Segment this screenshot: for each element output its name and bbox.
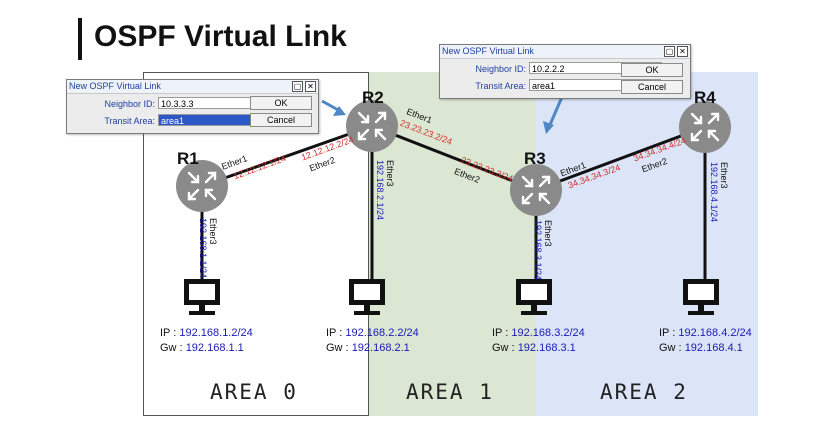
title-accent-bar bbox=[78, 18, 82, 60]
router-r4 bbox=[679, 101, 731, 153]
close-icon[interactable]: ✕ bbox=[305, 81, 316, 92]
area-1-label: AREA 1 bbox=[406, 380, 494, 404]
r4-ether3-label: Ether3 bbox=[719, 162, 729, 189]
monitor-icon bbox=[349, 279, 385, 315]
page-title: OSPF Virtual Link bbox=[94, 20, 347, 53]
restore-icon[interactable]: ▢ bbox=[664, 46, 675, 57]
pc2-ip-label: IP : bbox=[326, 327, 343, 339]
pc1-ip: 192.168.1.2/24 bbox=[179, 327, 253, 339]
router-arrows-icon bbox=[521, 175, 551, 205]
monitor-icon bbox=[683, 279, 719, 315]
pc3-info: IP : 192.168.3.2/24 Gw : 192.168.3.1 bbox=[492, 326, 585, 356]
pc3-gw: 192.168.3.1 bbox=[517, 342, 576, 354]
pc2-gw-label: Gw : bbox=[326, 342, 349, 354]
r2-ether3-label: Ether3 bbox=[385, 160, 395, 187]
close-icon[interactable]: ✕ bbox=[677, 46, 688, 57]
arrow-to-r2-head bbox=[333, 106, 346, 116]
r3-ether3-label: Ether3 bbox=[543, 220, 553, 247]
router-r1 bbox=[176, 160, 228, 212]
pc3-ip: 192.168.3.2/24 bbox=[511, 327, 585, 339]
link-r2-r3 bbox=[371, 124, 537, 192]
pc2-gw: 192.168.2.1 bbox=[351, 342, 410, 354]
pc4-ip-label: IP : bbox=[659, 327, 676, 339]
pc3-ip-label: IP : bbox=[492, 327, 509, 339]
neighbor-id-label: Neighbor ID: bbox=[104, 99, 155, 109]
pc4-info: IP : 192.168.4.2/24 Gw : 192.168.4.1 bbox=[659, 326, 752, 356]
pc-3 bbox=[516, 279, 552, 315]
pc4-ip: 192.168.4.2/24 bbox=[678, 327, 752, 339]
pc1-gw: 192.168.1.1 bbox=[185, 342, 244, 354]
neighbor-id-label: Neighbor ID: bbox=[475, 64, 526, 74]
r2-label: R2 bbox=[362, 88, 384, 107]
dialog-titlebar: New OSPF Virtual Link ▢ ✕ bbox=[67, 80, 318, 94]
link-r3-r4 bbox=[535, 125, 706, 192]
dialog-titlebar: New OSPF Virtual Link ▢ ✕ bbox=[440, 45, 690, 59]
r4-ether3-ip: 192.168.4.1/24 bbox=[709, 162, 719, 222]
area-0-label: AREA 0 bbox=[210, 380, 298, 404]
arrow-to-r3-head bbox=[543, 121, 554, 134]
pc2-info: IP : 192.168.2.2/24 Gw : 192.168.2.1 bbox=[326, 326, 419, 356]
router-arrows-icon bbox=[357, 111, 387, 141]
r1-ether3-label: Ether3 bbox=[208, 218, 218, 245]
dialog-title: New OSPF Virtual Link bbox=[442, 46, 534, 56]
pc-4 bbox=[683, 279, 719, 315]
pc1-ip-label: IP : bbox=[160, 327, 177, 339]
router-r3 bbox=[510, 164, 562, 216]
pc4-gw-label: Gw : bbox=[659, 342, 682, 354]
pc3-gw-label: Gw : bbox=[492, 342, 515, 354]
ok-button[interactable]: OK bbox=[250, 96, 312, 110]
dialog-title: New OSPF Virtual Link bbox=[69, 81, 161, 91]
transit-area-select[interactable]: area1 bbox=[529, 79, 650, 91]
transit-area-label: Transit Area: bbox=[104, 116, 155, 126]
pc1-gw-label: Gw : bbox=[160, 342, 183, 354]
restore-icon[interactable]: ▢ bbox=[292, 81, 303, 92]
monitor-icon bbox=[516, 279, 552, 315]
router-arrows-icon bbox=[690, 112, 720, 142]
router-arrows-icon bbox=[187, 171, 217, 201]
r3-label: R3 bbox=[524, 149, 546, 168]
ok-button[interactable]: OK bbox=[621, 63, 683, 77]
pc1-info: IP : 192.168.1.2/24 Gw : 192.168.1.1 bbox=[160, 326, 253, 356]
pc4-gw: 192.168.4.1 bbox=[684, 342, 743, 354]
r4-label: R4 bbox=[694, 88, 716, 107]
monitor-icon bbox=[184, 279, 220, 315]
pc-1 bbox=[184, 279, 220, 315]
arrow-to-r3 bbox=[547, 96, 564, 128]
router-r2 bbox=[346, 100, 398, 152]
r1-label: R1 bbox=[177, 149, 199, 168]
r2-ether3-ip: 192.168.2.1/24 bbox=[375, 160, 385, 220]
area-2-label: AREA 2 bbox=[600, 380, 688, 404]
pc-2 bbox=[349, 279, 385, 315]
link-r1-r2 bbox=[201, 124, 373, 188]
r3-ether3-ip: 192.168.3.1/24 bbox=[533, 220, 543, 280]
r1-ether3-ip: 192.168.1.1/24 bbox=[198, 218, 208, 278]
pc2-ip: 192.168.2.2/24 bbox=[345, 327, 419, 339]
transit-area-label: Transit Area: bbox=[475, 81, 526, 91]
cancel-button[interactable]: Cancel bbox=[250, 113, 312, 127]
cancel-button[interactable]: Cancel bbox=[621, 80, 683, 94]
